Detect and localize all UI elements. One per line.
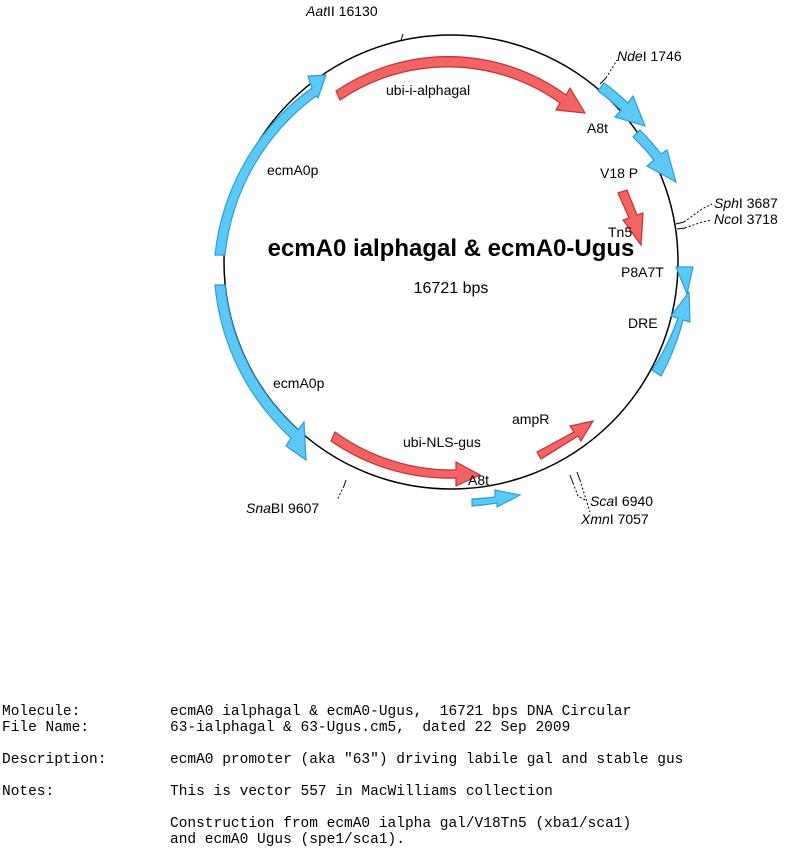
ecma0p-top-arrow <box>214 74 327 256</box>
plasmid-backbone <box>223 34 679 490</box>
info-construction-row-2: and ecmA0 Ugus (spe1/sca1). <box>2 832 683 848</box>
site-scai: ScaI 6940 <box>590 493 653 509</box>
v18p-arrow <box>632 129 677 184</box>
tn5-arrow <box>617 189 644 247</box>
label-ubi-i-alphagal: ubi-i-alphagal <box>386 82 470 98</box>
label-ecma0p-top: ecmA0p <box>267 162 319 178</box>
info-value: ecmA0 promoter (aka "63") driving labile… <box>170 752 684 768</box>
info-molecule-row: Molecule: ecmA0 ialphagal & ecmA0-Ugus, … <box>2 704 683 720</box>
sphi-leader <box>683 203 713 223</box>
info-block: Molecule: ecmA0 ialphagal & ecmA0-Ugus, … <box>2 704 683 848</box>
p8a7t-arrow <box>675 266 694 297</box>
site-ndei: NdeI 1746 <box>617 48 682 64</box>
info-description-row: Description: ecmA0 promoter (aka "63") d… <box>2 752 683 768</box>
info-value: Construction from ecmA0 ialpha gal/V18Tn… <box>170 816 632 832</box>
map-title: ecmA0 ialphagal & ecmA0-Ugus <box>268 235 635 262</box>
xmni-tick <box>576 471 581 481</box>
site-snabi: SnaBI 9607 <box>246 500 319 516</box>
label-a8t-bottom: A8t <box>468 472 489 488</box>
ubi-nls-gus-arrow <box>330 431 482 487</box>
label-ubi-nls-gus: ubi-NLS-gus <box>403 434 481 450</box>
info-value: 63-ialphagal & 63-Ugus.cm5, dated 22 Sep… <box>170 720 571 736</box>
dre-arrow <box>651 290 691 377</box>
label-a8t-top: A8t <box>587 120 608 136</box>
aatii-tick <box>400 33 404 41</box>
ncoi-leader <box>684 219 713 229</box>
info-key: File Name: <box>2 720 90 736</box>
info-notes-row: Notes: This is vector 557 in MacWilliams… <box>2 784 683 800</box>
snabi-leader <box>336 485 345 501</box>
site-ncoi: NcoI 3718 <box>714 211 778 227</box>
info-file-name-row: File Name: 63-ialphagal & 63-Ugus.cm5, d… <box>2 720 683 736</box>
ubi-i-alphagal-arrow <box>335 56 587 114</box>
label-ampr: ampR <box>512 411 549 427</box>
info-construction-row: Construction from ecmA0 ialpha gal/V18Tn… <box>2 816 683 832</box>
ndei-leader <box>605 59 618 79</box>
scai-leader <box>572 482 586 501</box>
info-key: Molecule: <box>2 704 81 720</box>
label-p8a7t: P8A7T <box>621 264 664 280</box>
snabi-tick <box>343 479 347 487</box>
ampr-arrow <box>536 420 595 460</box>
sphi-tick <box>675 221 685 225</box>
ncoi-tick <box>676 227 686 230</box>
label-ecma0p-bottom: ecmA0p <box>273 375 325 391</box>
map-size-label: 16721 bps <box>414 280 489 297</box>
info-value: and ecmA0 Ugus (spe1/sca1). <box>170 832 405 848</box>
site-sphi: SphI 3687 <box>714 195 778 211</box>
xmni-leader <box>579 479 591 513</box>
info-value: This is vector 557 in MacWilliams collec… <box>170 784 553 800</box>
a8t-top-arrow <box>597 82 647 127</box>
ndei-tick <box>599 77 607 85</box>
info-value: ecmA0 ialphagal & ecmA0-Ugus, 16721 bps … <box>170 704 632 720</box>
label-tn5: Tn5 <box>608 224 632 240</box>
label-v18p: V18 P <box>600 165 638 181</box>
site-aatii: AatII 16130 <box>305 3 378 19</box>
a8t-bottom-arrow <box>471 489 522 508</box>
info-key: Description: <box>2 752 107 768</box>
info-key: Notes: <box>2 784 55 800</box>
scai-tick <box>569 474 574 484</box>
site-xmni: XmnI 7057 <box>580 511 649 527</box>
info-key <box>2 816 170 832</box>
label-dre: DRE <box>628 315 658 331</box>
ecma0p-bottom-arrow <box>214 284 307 462</box>
